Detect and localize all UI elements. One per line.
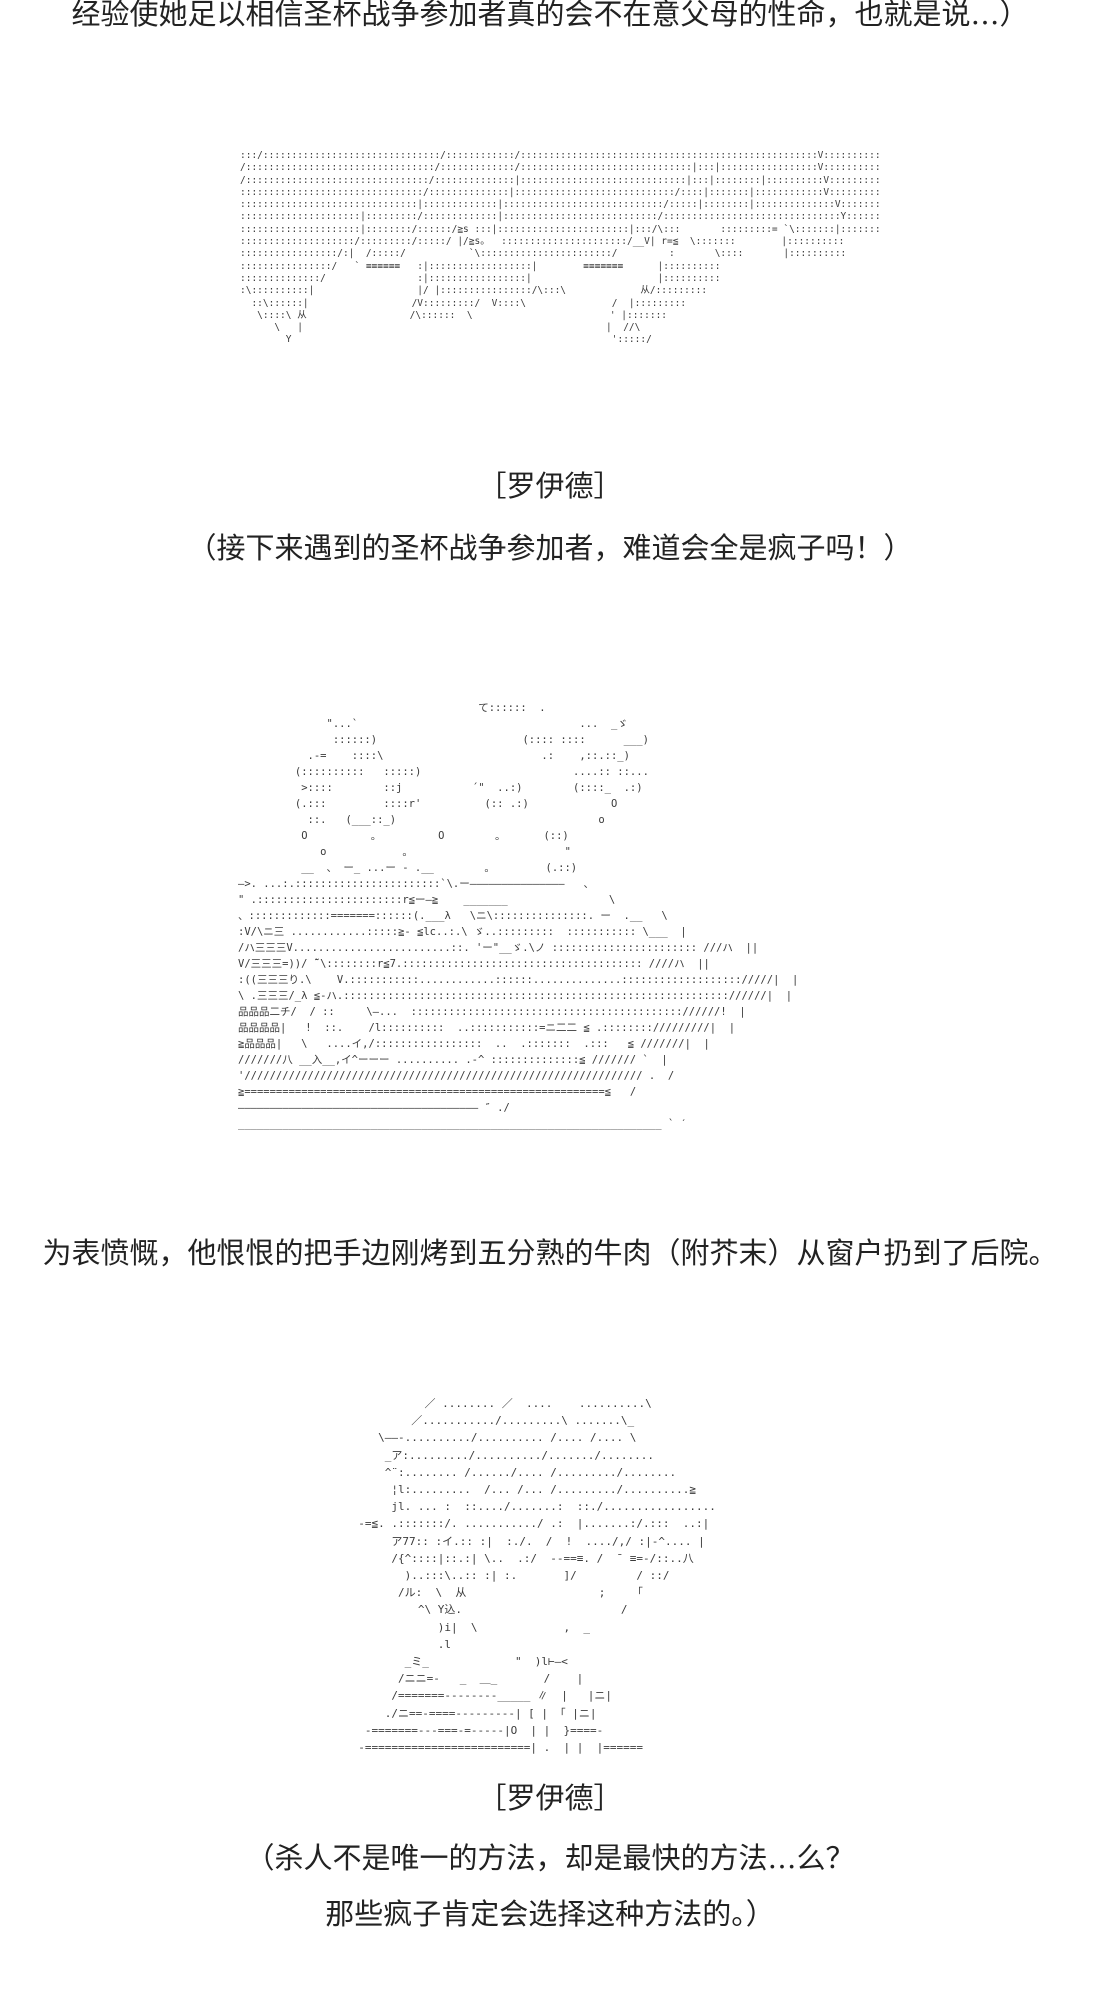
ascii-art-figure-3: ／ ........ ／ .... ..........\ ／.........… bbox=[358, 1397, 716, 1755]
thought-line-4: （杀人不是唯一的方法，却是最快的方法…么？ bbox=[245, 1841, 855, 1875]
ascii-art-figure-2: て:::::: . "...` ... _ゞ ::::::) (:::: :::… bbox=[238, 702, 799, 1130]
speaker-label-1: ［罗伊德］ bbox=[477, 469, 623, 503]
narration-line-3: 为表愤慨，他恨恨的把手边刚烤到五分熟的牛肉（附芥末）从窗户扔到了后院。 bbox=[42, 1236, 1058, 1270]
ascii-art-figure-1: :::/:::::::::::::::::::::::::::::::/::::… bbox=[240, 150, 880, 346]
speaker-label-2: ［罗伊德］ bbox=[477, 1781, 623, 1815]
narration-line-top: 经验使她足以相信圣杯战争参加者真的会不在意父母的性命，也就是说…） bbox=[71, 0, 1029, 31]
thought-line-2: （接下来遇到的圣杯战争参加者，难道会全是疯子吗！） bbox=[187, 531, 913, 565]
thought-line-5: 那些疯子肯定会选择这种方法的。） bbox=[325, 1897, 775, 1931]
